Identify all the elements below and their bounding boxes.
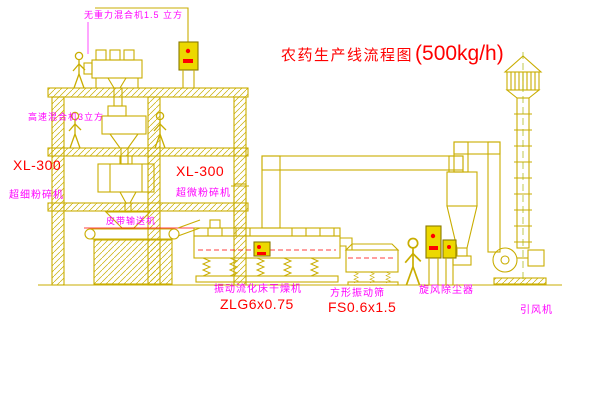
belt-conveyor bbox=[84, 219, 201, 285]
diagram-title: 农药生产线流程图 (500kg/h) bbox=[281, 42, 504, 66]
label-sieve-name: 方形振动筛 bbox=[330, 288, 385, 299]
label-fan-name: 引风机 bbox=[520, 305, 553, 316]
worker-figure-icon bbox=[72, 51, 86, 89]
label-gravity-free-mixer: 无重力混合机1.5 立方 bbox=[84, 10, 184, 20]
exhaust-duct bbox=[261, 155, 464, 229]
control-panel-top bbox=[95, 7, 199, 88]
label-cyclone-name: 旋风除尘器 bbox=[419, 285, 474, 296]
dryer-control-box bbox=[253, 241, 271, 257]
label-sieve-model: FS0.6x1.5 bbox=[328, 299, 397, 315]
vibrating-sieve bbox=[344, 243, 400, 286]
label-mill-mid-name: 超微粉碎机 bbox=[176, 188, 231, 199]
label-mill-left-model: XL-300 bbox=[13, 157, 62, 173]
gravity-free-mixer bbox=[83, 49, 143, 107]
worker-figure-icon bbox=[404, 237, 422, 286]
control-cabinet bbox=[425, 225, 442, 285]
induced-draft-fan bbox=[492, 247, 547, 285]
label-belt-conveyor: 皮带输送机 bbox=[106, 216, 157, 226]
label-mill-left-name: 超细粉碎机 bbox=[9, 190, 64, 201]
label-high-speed-mixer: 高速混合机3立方 bbox=[28, 112, 105, 122]
label-mill-mid-model: XL-300 bbox=[176, 163, 225, 179]
label-dryer-model: ZLG6x0.75 bbox=[220, 296, 294, 312]
cyclone-separator bbox=[446, 141, 501, 266]
title-capacity: (500kg/h) bbox=[415, 42, 504, 65]
title-text: 农药生产线流程图 bbox=[281, 47, 414, 64]
control-cabinet bbox=[442, 239, 457, 285]
label-dryer-name: 振动流化床干燥机 bbox=[214, 284, 302, 295]
